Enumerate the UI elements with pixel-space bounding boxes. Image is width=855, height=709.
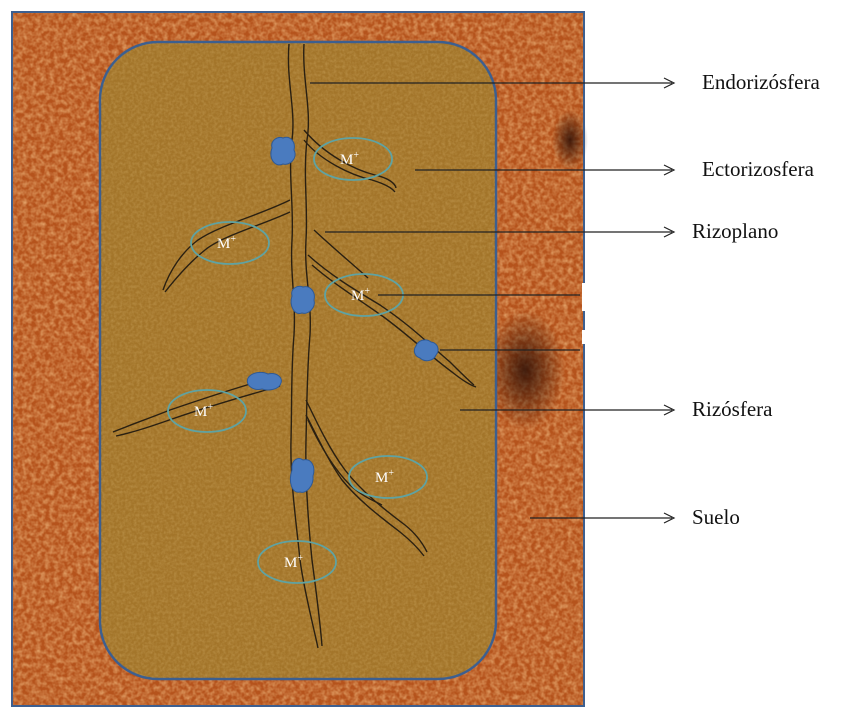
- label-rizosfera: Rizósfera: [692, 397, 772, 422]
- frame-gap: [582, 283, 588, 311]
- microbe-colony: [290, 458, 313, 492]
- label-rizoplano: Rizoplano: [692, 219, 778, 244]
- frame-gap: [582, 330, 588, 344]
- label-suelo: Suelo: [692, 505, 740, 530]
- label-ectorizosfera: Ectorizosfera: [702, 157, 814, 182]
- microbe-colony: [271, 137, 295, 165]
- microbe-colony: [291, 286, 314, 313]
- microbe-colony: [247, 372, 281, 390]
- label-endorizosfera: Endorizósfera: [702, 70, 820, 95]
- soil-dark-patch: [552, 110, 588, 170]
- microbe-colony: [414, 340, 438, 361]
